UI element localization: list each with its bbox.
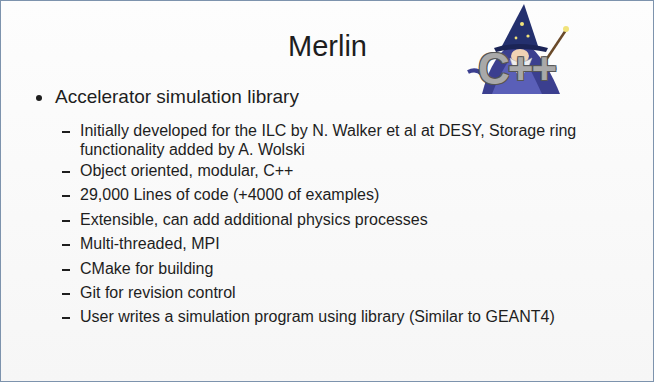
bullet-text: Accelerator simulation library: [55, 86, 615, 108]
bullet-dash: [62, 195, 70, 197]
sub-bullet-text: Git for revision control: [80, 283, 642, 302]
sub-bullet-text: User writes a simulation program using l…: [80, 307, 642, 326]
bullet-dash: [62, 244, 70, 246]
bullet-dash: [62, 131, 70, 133]
slide-title: Merlin: [288, 30, 367, 63]
bullet-dash: [62, 293, 70, 295]
logo-text: C++: [478, 44, 555, 94]
sub-bullet-text: CMake for building: [80, 259, 642, 278]
bullet-dash: [62, 269, 70, 271]
sub-bullet-text: Multi-threaded, MPI: [80, 234, 642, 253]
bullet-dash: [62, 171, 70, 173]
bullet-dash: [62, 317, 70, 319]
sub-bullet-text: Initially developed for the ILC by N. Wa…: [80, 121, 642, 159]
bullet-dash: [62, 220, 70, 222]
sub-bullet-text: Object oriented, modular, C++: [80, 161, 642, 180]
bullet-dot: [36, 95, 42, 101]
sub-bullet-text: 29,000 Lines of code (+4000 of examples): [80, 185, 642, 204]
sub-bullet-text: Extensible, can add additional physics p…: [80, 210, 642, 229]
